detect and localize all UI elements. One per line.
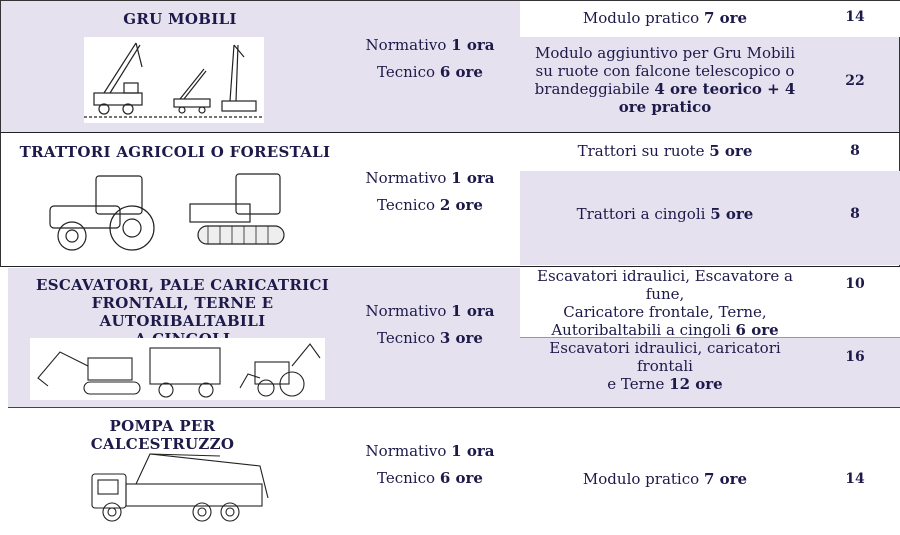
tecnico-value: 3 ore bbox=[439, 329, 483, 347]
gru-theory-hours: Normativo 1 ora Tecnico 6 ore bbox=[355, 32, 505, 86]
tecnico-label: Tecnico bbox=[377, 63, 436, 81]
section-title: GRU MOBILI bbox=[123, 10, 237, 28]
escavatori-module-1-hours: 10 bbox=[845, 276, 865, 292]
trattori-module-2-hours: 8 bbox=[850, 206, 860, 222]
pompa-module-1-hours: 14 bbox=[845, 471, 865, 487]
tecnico-value: 2 ore bbox=[439, 196, 483, 214]
normativo-label: Normativo bbox=[365, 36, 447, 54]
pompa-theory-hours: Normativo 1 ora Tecnico 6 ore bbox=[355, 438, 505, 492]
tecnico-label: Tecnico bbox=[377, 196, 436, 214]
gru-module-1-text: Modulo pratico 7 ore bbox=[582, 9, 748, 27]
concrete-pump-illustration bbox=[91, 453, 269, 522]
escavatori-module-2-hours: 16 bbox=[845, 349, 865, 365]
tecnico-value: 6 ore bbox=[439, 469, 483, 487]
normativo-value: 1 ora bbox=[451, 302, 495, 320]
normativo-label: Normativo bbox=[365, 442, 447, 460]
normativo-value: 1 ora bbox=[451, 169, 495, 187]
pompa-module-1-text: Modulo pratico 7 ore bbox=[582, 470, 748, 488]
normativo-label: Normativo bbox=[365, 169, 447, 187]
normativo-value: 1 ora bbox=[451, 36, 495, 54]
trattori-module-2-bg bbox=[520, 171, 900, 265]
escavatori-module-1-bg bbox=[520, 268, 900, 338]
normativo-label: Normativo bbox=[365, 302, 447, 320]
gru-module-1-cell bbox=[520, 1, 900, 37]
gru-module-2-text: Modulo aggiuntivo per Gru Mobili su ruot… bbox=[534, 44, 796, 116]
tractor-illustration bbox=[49, 173, 285, 251]
escavatori-theory-hours: Normativo 1 ora Tecnico 3 ore bbox=[355, 298, 505, 352]
section-title: POMPA PER CALCESTRUZZO bbox=[90, 417, 235, 453]
trattori-module-2-text: Trattori a cingoli 5 ore bbox=[576, 205, 754, 223]
escavatori-module-2-text: Escavatori idraulici, caricatori frontal… bbox=[549, 339, 781, 393]
gru-module-2-hours: 22 bbox=[845, 73, 865, 89]
crane-illustration bbox=[84, 37, 264, 123]
excavator-illustration bbox=[30, 338, 325, 400]
tecnico-label: Tecnico bbox=[377, 329, 436, 347]
trattori-theory-hours: Normativo 1 ora Tecnico 2 ore bbox=[355, 165, 505, 219]
escavatori-module-1-text: Escavatori idraulici, Escavatore a fune,… bbox=[537, 267, 793, 339]
section-title: TRATTORI AGRICOLI O FORESTALI bbox=[19, 143, 331, 161]
tecnico-value: 6 ore bbox=[439, 63, 483, 81]
tecnico-label: Tecnico bbox=[377, 469, 436, 487]
gru-module-1-hours: 14 bbox=[845, 9, 865, 25]
normativo-value: 1 ora bbox=[451, 442, 495, 460]
trattori-module-1-text: Trattori su ruote 5 ore bbox=[577, 142, 753, 160]
trattori-module-1-hours: 8 bbox=[850, 143, 860, 159]
